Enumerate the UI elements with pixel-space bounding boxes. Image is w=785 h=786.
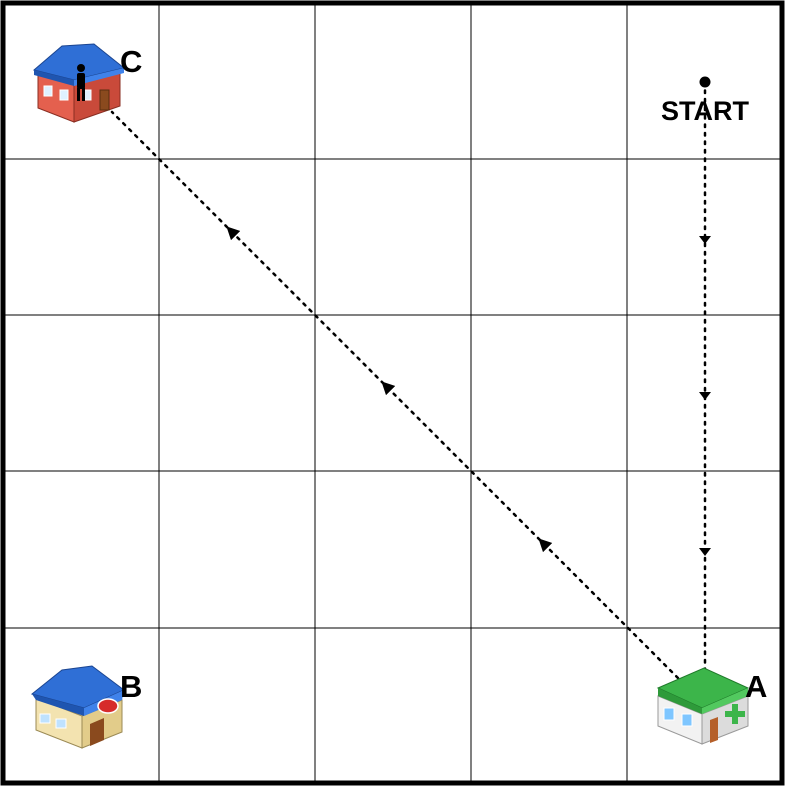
building-b-label: B <box>120 669 142 704</box>
shop-icon <box>30 665 125 749</box>
route-arrow-up-left-icon <box>538 538 553 553</box>
start-label: START <box>661 96 749 126</box>
pharmacy-icon <box>656 667 750 745</box>
route-arrow-down-icon <box>699 548 711 556</box>
route-start-to-a <box>699 80 711 712</box>
route-a-to-c <box>110 110 692 692</box>
house-icon <box>32 43 126 123</box>
route-arrow-down-icon <box>699 236 711 244</box>
building-a-label: A <box>745 669 767 704</box>
route-arrow-down-icon <box>699 392 711 400</box>
route-arrow-up-left-icon <box>381 381 396 396</box>
grid-lines <box>4 4 781 782</box>
route-line-a-to-c <box>110 110 692 692</box>
building-c-label: C <box>120 44 142 79</box>
start-point-icon <box>699 76 711 88</box>
route-arrow-up-left-icon <box>226 226 241 241</box>
